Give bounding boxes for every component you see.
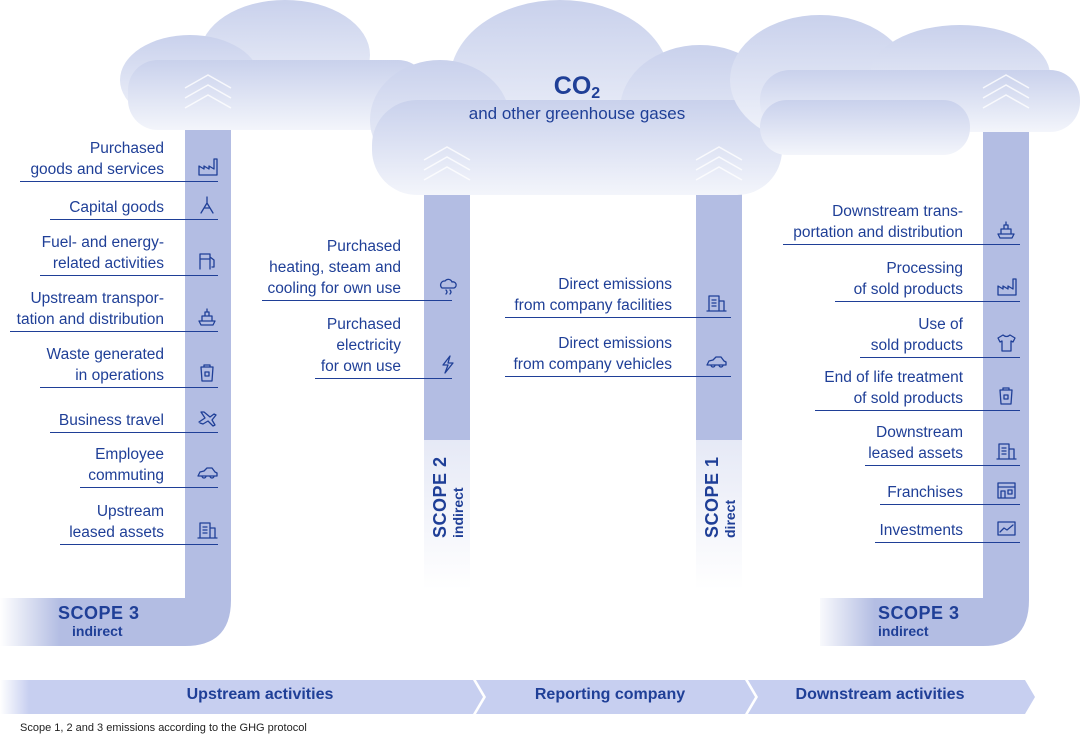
scope3-upstream-item: Employee commuting — [88, 444, 164, 486]
scope3-downstream-item: Franchises — [887, 482, 963, 503]
item-text-line: goods and services — [30, 161, 164, 178]
scope2-label: SCOPE 2 indirect — [430, 456, 466, 538]
item-text-line: cooling for own use — [267, 280, 401, 297]
co2-subtitle: and other greenhouse gases — [468, 104, 686, 123]
item-text-line: from company facilities — [514, 297, 672, 314]
item-text-line: of sold products — [853, 390, 963, 407]
item-text-line: Upstream transpor- — [30, 290, 164, 307]
reporting-company-label: Reporting company — [534, 686, 686, 703]
item-text-line: End of life treatment — [824, 369, 963, 386]
car-icon — [197, 467, 218, 479]
scope3-downstream-item: Investments — [879, 520, 963, 541]
factory-icon — [198, 158, 218, 176]
item-text-line: sold products — [870, 337, 963, 354]
scope1-item: Direct emissions from company vehicles — [513, 333, 672, 375]
building-icon — [197, 522, 218, 539]
item-text-line: tation and distribution — [16, 311, 164, 328]
building-icon — [996, 443, 1017, 460]
scope2-item: Purchased electricity for own use — [321, 314, 401, 377]
scope1-item: Direct emissions from company facilities — [514, 274, 672, 316]
scope3-upstream-item: Upstream transpor-tation and distributio… — [17, 288, 164, 330]
item-text-line: Downstream — [876, 424, 963, 441]
fuel-pump-icon — [199, 253, 215, 270]
steam-cloud-icon — [440, 278, 457, 295]
scope3-downstream-label: SCOPE 3 indirect — [878, 603, 960, 639]
car-icon — [706, 356, 727, 368]
scope3-upstream-label: SCOPE 3 indirect — [58, 603, 140, 639]
item-text-line: Direct emissions — [558, 335, 672, 352]
recycle-bin-icon — [200, 364, 214, 382]
item-text-line: leased assets — [69, 524, 164, 541]
item-text-line: Business travel — [58, 412, 164, 429]
factory-icon — [997, 278, 1017, 296]
downstream-activities-label: Downstream activities — [795, 686, 965, 703]
item-text-line: Waste generated — [46, 346, 164, 363]
scope3-upstream-item: Business travel — [59, 410, 164, 431]
item-text-line: leased assets — [868, 445, 963, 462]
upstream-activities-label: Upstream activities — [186, 686, 334, 703]
item-text-line: Downstream trans- — [832, 203, 963, 220]
item-text-line: Franchises — [887, 484, 963, 501]
item-text-line: Processing — [886, 260, 963, 277]
co2-title: CO2 — [553, 72, 601, 102]
scope3-downstream-item: Downstream trans-portation and distribut… — [793, 201, 963, 243]
item-text-line: electricity — [336, 337, 401, 354]
item-text-line: related activities — [52, 255, 164, 272]
activities-bar — [0, 680, 1035, 714]
scope3-upstream-item: Purchased goods and services — [30, 138, 164, 180]
scope3-upstream-item: Waste generated in operations — [47, 344, 164, 386]
scope3-downstream-item: Downstream leased assets — [868, 422, 963, 464]
item-text-line: Capital goods — [69, 199, 164, 216]
item-text-line: Use of — [918, 316, 963, 333]
ship-icon — [997, 221, 1015, 239]
ship-icon — [198, 308, 216, 326]
building-icon — [706, 295, 727, 312]
crane-hook-icon — [200, 196, 214, 214]
item-text-line: heating, steam and — [269, 259, 401, 276]
airplane-icon — [198, 411, 217, 427]
scope3-downstream-item: Use of sold products — [871, 314, 963, 356]
item-text-line: Investments — [879, 522, 963, 539]
item-text-line: Fuel- and energy- — [41, 234, 164, 251]
storefront-icon — [997, 482, 1016, 499]
chevron-up-icon — [184, 74, 1030, 181]
item-text-line: Upstream — [96, 503, 164, 520]
scope3-upstream-item: Upstream leased assets — [69, 501, 164, 543]
scope3-upstream-item: Fuel- and energy-related activities — [42, 232, 164, 274]
item-text-line: portation and distribution — [793, 224, 963, 241]
recycle-bin-icon — [999, 387, 1013, 405]
item-text-line: commuting — [88, 467, 164, 484]
tshirt-icon — [997, 334, 1016, 352]
scope2-item: Purchased heating, steam and cooling for o… — [267, 236, 401, 299]
scope3-upstream-item: Capital goods — [69, 197, 164, 218]
cloud — [120, 0, 1080, 195]
scope3-downstream-item: Processing of sold products — [854, 258, 963, 300]
item-text-line: in operations — [75, 367, 164, 384]
item-text-line: for own use — [320, 358, 401, 375]
item-text-line: Purchased — [89, 140, 164, 157]
item-text-line: of sold products — [853, 281, 963, 298]
chart-icon — [997, 521, 1016, 536]
item-text-line: Purchased — [326, 238, 401, 255]
item-text-line: Direct emissions — [558, 276, 672, 293]
item-text-line: Purchased — [326, 316, 401, 333]
scope3-downstream-item: End of life treatment of sold products — [824, 367, 963, 409]
lightning-icon — [442, 355, 454, 374]
item-text-line: from company vehicles — [513, 356, 672, 373]
item-text-line: Employee — [95, 446, 164, 463]
scope1-label: SCOPE 1 direct — [702, 456, 738, 538]
figure-caption: Scope 1, 2 and 3 emissions according to … — [20, 722, 307, 734]
